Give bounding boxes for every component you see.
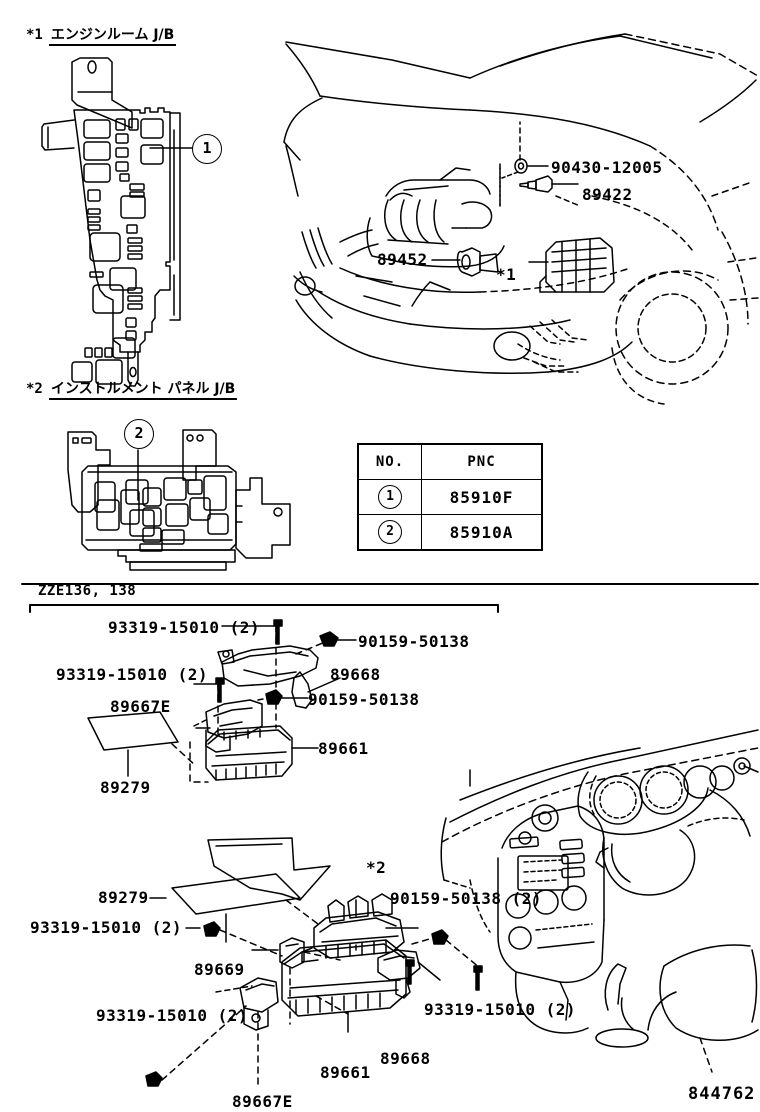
pnc-circle-2: 2 — [378, 520, 402, 544]
pnc-header-no: NO. — [357, 443, 422, 480]
section-heading-engine-room-jb: *1 エンジンルーム J/B — [26, 24, 177, 46]
callout-marker-1[interactable]: 1 — [192, 134, 222, 164]
pnc-table: NO. PNC 1 85910F 2 85910A — [357, 443, 543, 551]
label-89279-top: 89279 — [100, 778, 151, 797]
transition-arrow — [207, 837, 331, 901]
upper-ecu-assembly-art — [87, 619, 357, 783]
pnc-circle-1: 1 — [378, 485, 402, 509]
table-row: 2 85910A — [357, 514, 543, 551]
label-89669: 89669 — [194, 960, 245, 979]
section-star-2: *2 — [26, 381, 43, 397]
label-89668-bottom: 89668 — [380, 1049, 431, 1068]
table-row: 1 85910F — [357, 479, 543, 515]
dashboard-illustration — [440, 729, 759, 1073]
label-93319-15010-bottom-left: 93319-15010 (2) — [96, 1006, 248, 1025]
label-89668-top: 89668 — [330, 665, 381, 684]
label-90159-50138-mid: 90159-50138 — [308, 690, 420, 709]
label-90159-50138-bottom: 90159-50138 (2) — [390, 889, 542, 908]
label-89422: 89422 — [582, 185, 633, 204]
vehicle-front-illustration — [283, 33, 759, 405]
label-89667e-bottom: 89667E — [232, 1092, 293, 1111]
engine-room-jb-art — [41, 57, 193, 387]
section-heading-instrument-panel-jb: *2 インストルメント パネル J/B — [26, 378, 238, 400]
section-title-1: エンジンルーム J/B — [48, 27, 177, 46]
label-93319-15010-top: 93319-15010 (2) — [108, 618, 260, 637]
label-89452: 89452 — [377, 250, 428, 269]
instrument-panel-jb-art — [67, 429, 291, 571]
label-93319-15010-right: 93319-15010 (2) — [424, 1000, 576, 1019]
label-93319-15010-mid: 93319-15010 (2) — [56, 665, 208, 684]
label-89661-top: 89661 — [318, 739, 369, 758]
label-90159-50138-top: 90159-50138 — [358, 632, 470, 651]
label-89667e-top: 89667E — [110, 697, 171, 716]
label-89661-bottom: 89661 — [320, 1063, 371, 1082]
label-ref-star1: *1 — [496, 265, 517, 284]
label-ref-star2: *2 — [366, 858, 387, 877]
model-code-label: ZZE136, 138 — [38, 583, 137, 599]
label-90430-12005: 90430-12005 — [551, 158, 663, 177]
lower-ecu-assembly-art — [145, 873, 483, 1087]
pnc-header-pnc: PNC — [421, 443, 543, 480]
section-star-1: *1 — [26, 27, 43, 43]
pnc-row-no-2: 2 — [357, 514, 422, 551]
page-number: 844762 — [688, 1084, 756, 1104]
pnc-row-no-1: 1 — [357, 479, 422, 515]
pnc-row-value-1: 85910F — [421, 479, 543, 515]
callout-marker-2[interactable]: 2 — [124, 419, 154, 449]
pnc-table-header-row: NO. PNC — [357, 443, 543, 480]
label-93319-15010-left: 93319-15010 (2) — [30, 918, 182, 937]
section-title-2: インストルメント パネル J/B — [48, 381, 238, 400]
pnc-row-value-2: 85910A — [421, 514, 543, 551]
label-89279-bottom: 89279 — [98, 888, 149, 907]
